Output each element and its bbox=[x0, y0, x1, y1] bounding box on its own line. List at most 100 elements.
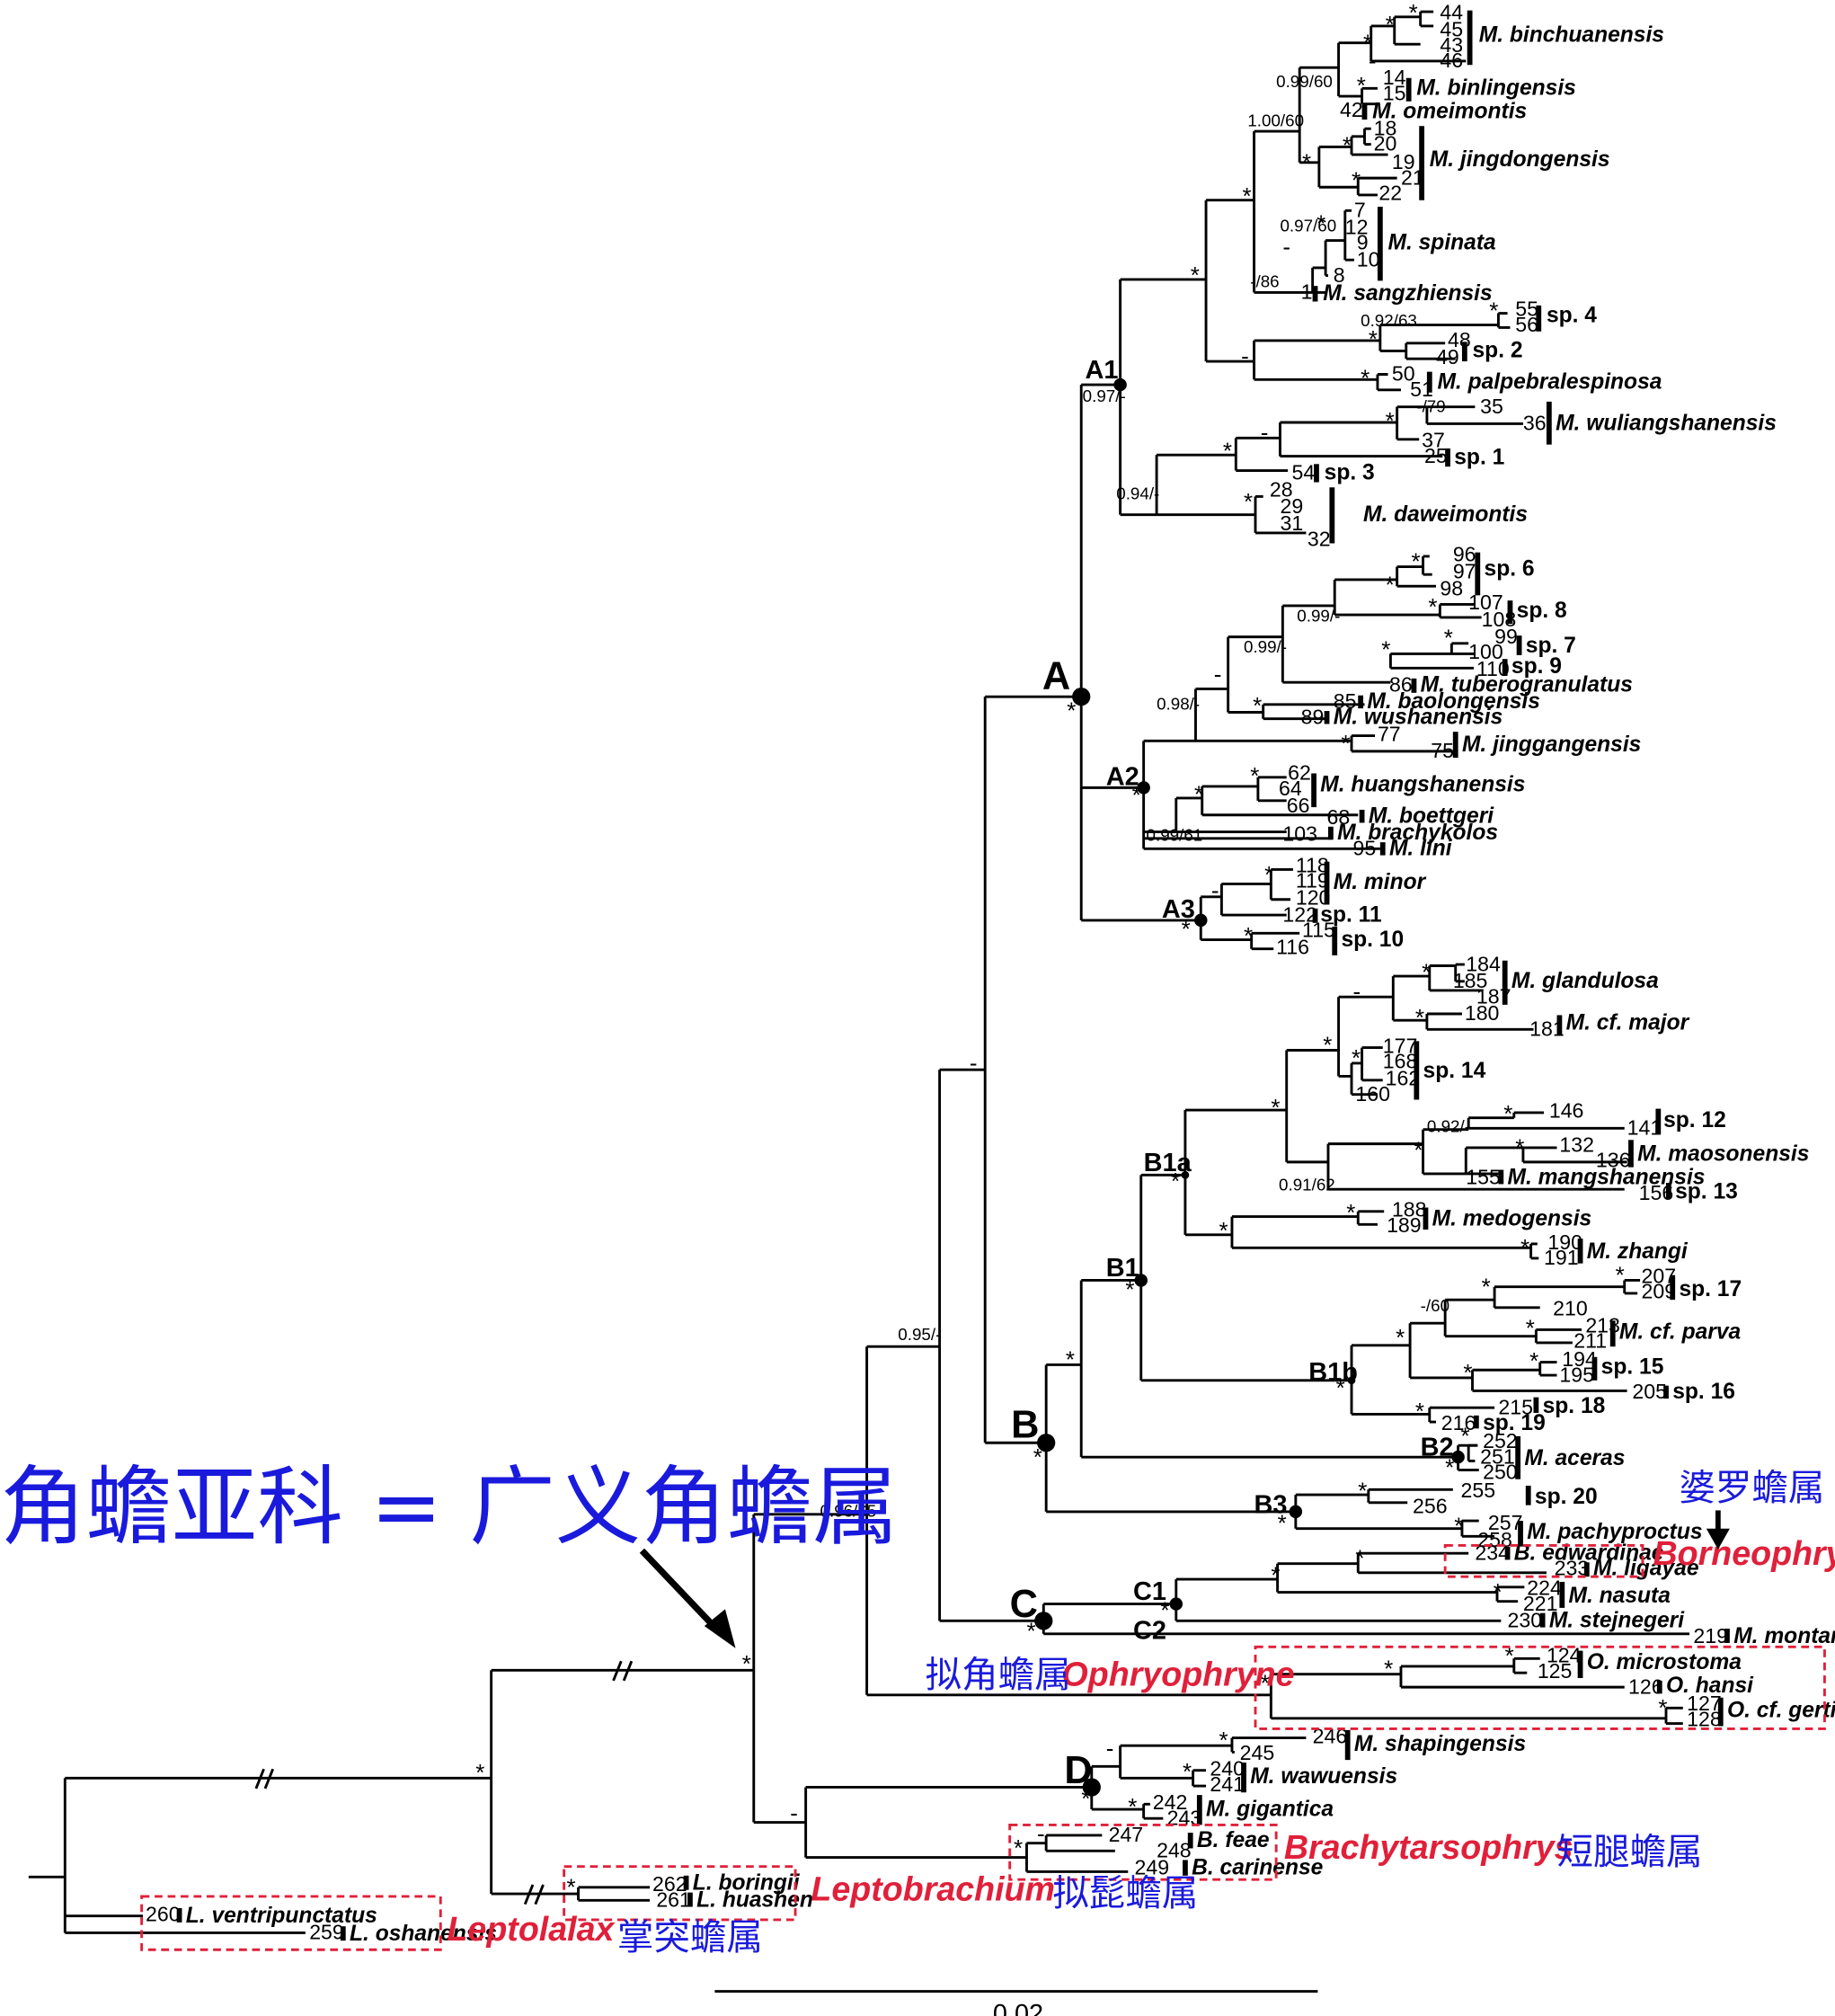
species-label: M. huangshanensis bbox=[1320, 773, 1525, 797]
svg-text:*: * bbox=[1352, 1044, 1361, 1071]
svg-text:255: 255 bbox=[1461, 1479, 1496, 1502]
svg-text:*: * bbox=[475, 1759, 484, 1786]
species-label: M. montana bbox=[1733, 1624, 1835, 1648]
svg-text:48: 48 bbox=[1448, 328, 1471, 351]
svg-text:262: 262 bbox=[652, 1872, 687, 1896]
svg-text:221: 221 bbox=[1523, 1592, 1558, 1615]
svg-text:*: * bbox=[1361, 365, 1370, 392]
svg-text:261: 261 bbox=[656, 1888, 691, 1912]
svg-text:*: * bbox=[1355, 1545, 1364, 1572]
clade-node-dots bbox=[1034, 377, 1465, 1797]
svg-text:257: 257 bbox=[1488, 1511, 1523, 1534]
svg-text:98: 98 bbox=[1440, 576, 1463, 599]
support-value: 0.95/- bbox=[898, 1325, 941, 1344]
svg-text:*: * bbox=[1302, 148, 1311, 175]
species-label: M. mangshanensis bbox=[1508, 1165, 1706, 1189]
svg-text:66: 66 bbox=[1287, 794, 1310, 817]
species-label: M. minor bbox=[1334, 870, 1427, 894]
svg-text:*: * bbox=[1505, 1642, 1514, 1669]
svg-text:260: 260 bbox=[146, 1902, 181, 1925]
svg-text:15: 15 bbox=[1383, 81, 1406, 104]
svg-text:-: - bbox=[1369, 48, 1377, 75]
svg-text:*: * bbox=[1219, 1727, 1228, 1754]
svg-text:177: 177 bbox=[1383, 1034, 1418, 1057]
svg-text:251: 251 bbox=[1480, 1444, 1515, 1468]
genus-chinese-borneophrys: 婆罗蟾属 bbox=[1679, 1466, 1824, 1509]
svg-text:*: * bbox=[1067, 697, 1076, 724]
svg-text:*: * bbox=[1363, 29, 1372, 56]
support-asterisks: * * * - * * * * * - * * * * * - - * * * … bbox=[475, 0, 1667, 1901]
svg-text:*: * bbox=[1026, 1618, 1035, 1645]
species-label: sp. 18 bbox=[1543, 1394, 1606, 1418]
svg-text:18: 18 bbox=[1374, 116, 1397, 139]
genus-labels: Borneophrys 婆罗蟾属 Ophryophryne 拟角蟾属 Brach… bbox=[447, 1466, 1835, 1958]
species-label: M. binchuanensis bbox=[1479, 22, 1664, 47]
arrow-down-icon bbox=[1706, 1528, 1730, 1550]
svg-text:-: - bbox=[1241, 342, 1249, 369]
species-label: sp. 9 bbox=[1511, 654, 1562, 679]
support-value: 0.96/65 bbox=[820, 1502, 877, 1521]
svg-text:-: - bbox=[1211, 876, 1219, 903]
species-label: sp. 6 bbox=[1485, 557, 1535, 582]
species-label: M. cf. parva bbox=[1619, 1320, 1741, 1345]
svg-text:28: 28 bbox=[1270, 477, 1293, 501]
svg-text:249: 249 bbox=[1135, 1855, 1170, 1878]
svg-text:*: * bbox=[1191, 262, 1200, 289]
clade-label: B2 bbox=[1421, 1434, 1454, 1462]
svg-text:*: * bbox=[1381, 636, 1390, 663]
svg-text:119: 119 bbox=[1296, 869, 1329, 893]
species-label: M. lini bbox=[1389, 837, 1453, 861]
species-label: M. omeimontis bbox=[1372, 100, 1527, 124]
svg-text:89: 89 bbox=[1301, 706, 1325, 729]
svg-text:259: 259 bbox=[309, 1921, 344, 1944]
svg-text:14: 14 bbox=[1383, 66, 1406, 89]
svg-text:162: 162 bbox=[1386, 1067, 1421, 1090]
clade-label: C2 bbox=[1133, 1617, 1166, 1646]
species-label: sp. 2 bbox=[1473, 339, 1523, 363]
svg-text:124: 124 bbox=[1547, 1644, 1582, 1667]
svg-text:184: 184 bbox=[1466, 952, 1501, 975]
support-value: 1.00/60 bbox=[1247, 111, 1304, 129]
svg-text:31: 31 bbox=[1280, 511, 1303, 535]
support-value: 0.92/- bbox=[1427, 1117, 1470, 1136]
svg-text:146: 146 bbox=[1549, 1099, 1584, 1123]
svg-text:44: 44 bbox=[1440, 1, 1463, 24]
svg-text:*: * bbox=[1182, 916, 1191, 943]
svg-text:*: * bbox=[1445, 1453, 1454, 1480]
species-label: sp. 1 bbox=[1454, 445, 1504, 469]
species-label: M. shapingensis bbox=[1354, 1732, 1526, 1756]
svg-text:99: 99 bbox=[1494, 625, 1518, 648]
svg-text:95: 95 bbox=[1352, 837, 1376, 860]
svg-text:*: * bbox=[1183, 1758, 1192, 1785]
svg-text:*: * bbox=[1489, 297, 1498, 324]
genus-latin-ophryophryne: Ophryophryne bbox=[1062, 1656, 1295, 1693]
species-label: M. sangzhiensis bbox=[1323, 281, 1492, 306]
species-label: M. daweimontis bbox=[1363, 502, 1528, 527]
support-values: 1.00/60 0.99/60 0.97/60 -/86 0.92/63 -/7… bbox=[820, 72, 1470, 1521]
svg-text:*: * bbox=[1503, 1100, 1512, 1127]
svg-text:77: 77 bbox=[1378, 722, 1401, 745]
svg-text:*: * bbox=[1125, 1275, 1134, 1302]
support-value: 0.91/62 bbox=[1279, 1176, 1335, 1195]
svg-text:*: * bbox=[1384, 1656, 1393, 1683]
scale-bar: 0.02 bbox=[714, 1990, 1318, 2016]
svg-text:-: - bbox=[1282, 233, 1290, 260]
species-label: M. aceras bbox=[1524, 1446, 1625, 1470]
clade-label: A2 bbox=[1106, 762, 1139, 791]
svg-text:*: * bbox=[1444, 625, 1453, 652]
svg-text:-: - bbox=[1037, 1820, 1045, 1847]
species-label: sp. 20 bbox=[1535, 1485, 1598, 1509]
svg-text:210: 210 bbox=[1553, 1297, 1588, 1320]
svg-text:56: 56 bbox=[1515, 313, 1538, 336]
svg-text:160: 160 bbox=[1355, 1082, 1390, 1106]
svg-text:-: - bbox=[1106, 1735, 1114, 1762]
species-label: M. zhangi bbox=[1587, 1239, 1689, 1264]
svg-text:195: 195 bbox=[1559, 1363, 1594, 1386]
figure-title: 角蟾亚科 = 广义角蟾属 bbox=[0, 1456, 899, 1557]
species-label: O. microstoma bbox=[1587, 1650, 1742, 1674]
svg-text:*: * bbox=[1658, 1694, 1667, 1721]
svg-text:103: 103 bbox=[1282, 822, 1317, 846]
svg-text:107: 107 bbox=[1468, 591, 1503, 614]
svg-text:*: * bbox=[1271, 1561, 1280, 1588]
